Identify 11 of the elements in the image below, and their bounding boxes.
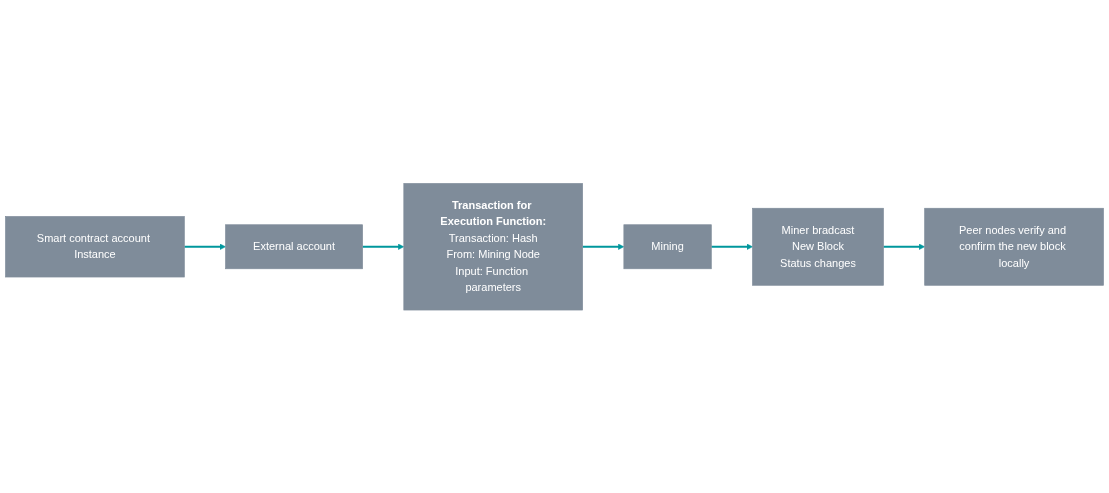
arrow (883, 243, 925, 250)
node-box: Peer nodes verify and confirm the new block locally (924, 207, 1104, 286)
node-box: Miner bradcast New Block Status changes (752, 207, 884, 286)
node-box: Mining (623, 224, 712, 269)
arrow (711, 243, 753, 250)
arrow (184, 243, 226, 250)
node-box: Smart contract account Instance (5, 215, 185, 278)
arrow (362, 243, 405, 250)
node-box: Transaction for Execution Function: Transaction: Hash From: Mining Node Input: Function parameters (403, 182, 583, 311)
arrow (582, 243, 625, 250)
node-box: External account (225, 224, 363, 269)
